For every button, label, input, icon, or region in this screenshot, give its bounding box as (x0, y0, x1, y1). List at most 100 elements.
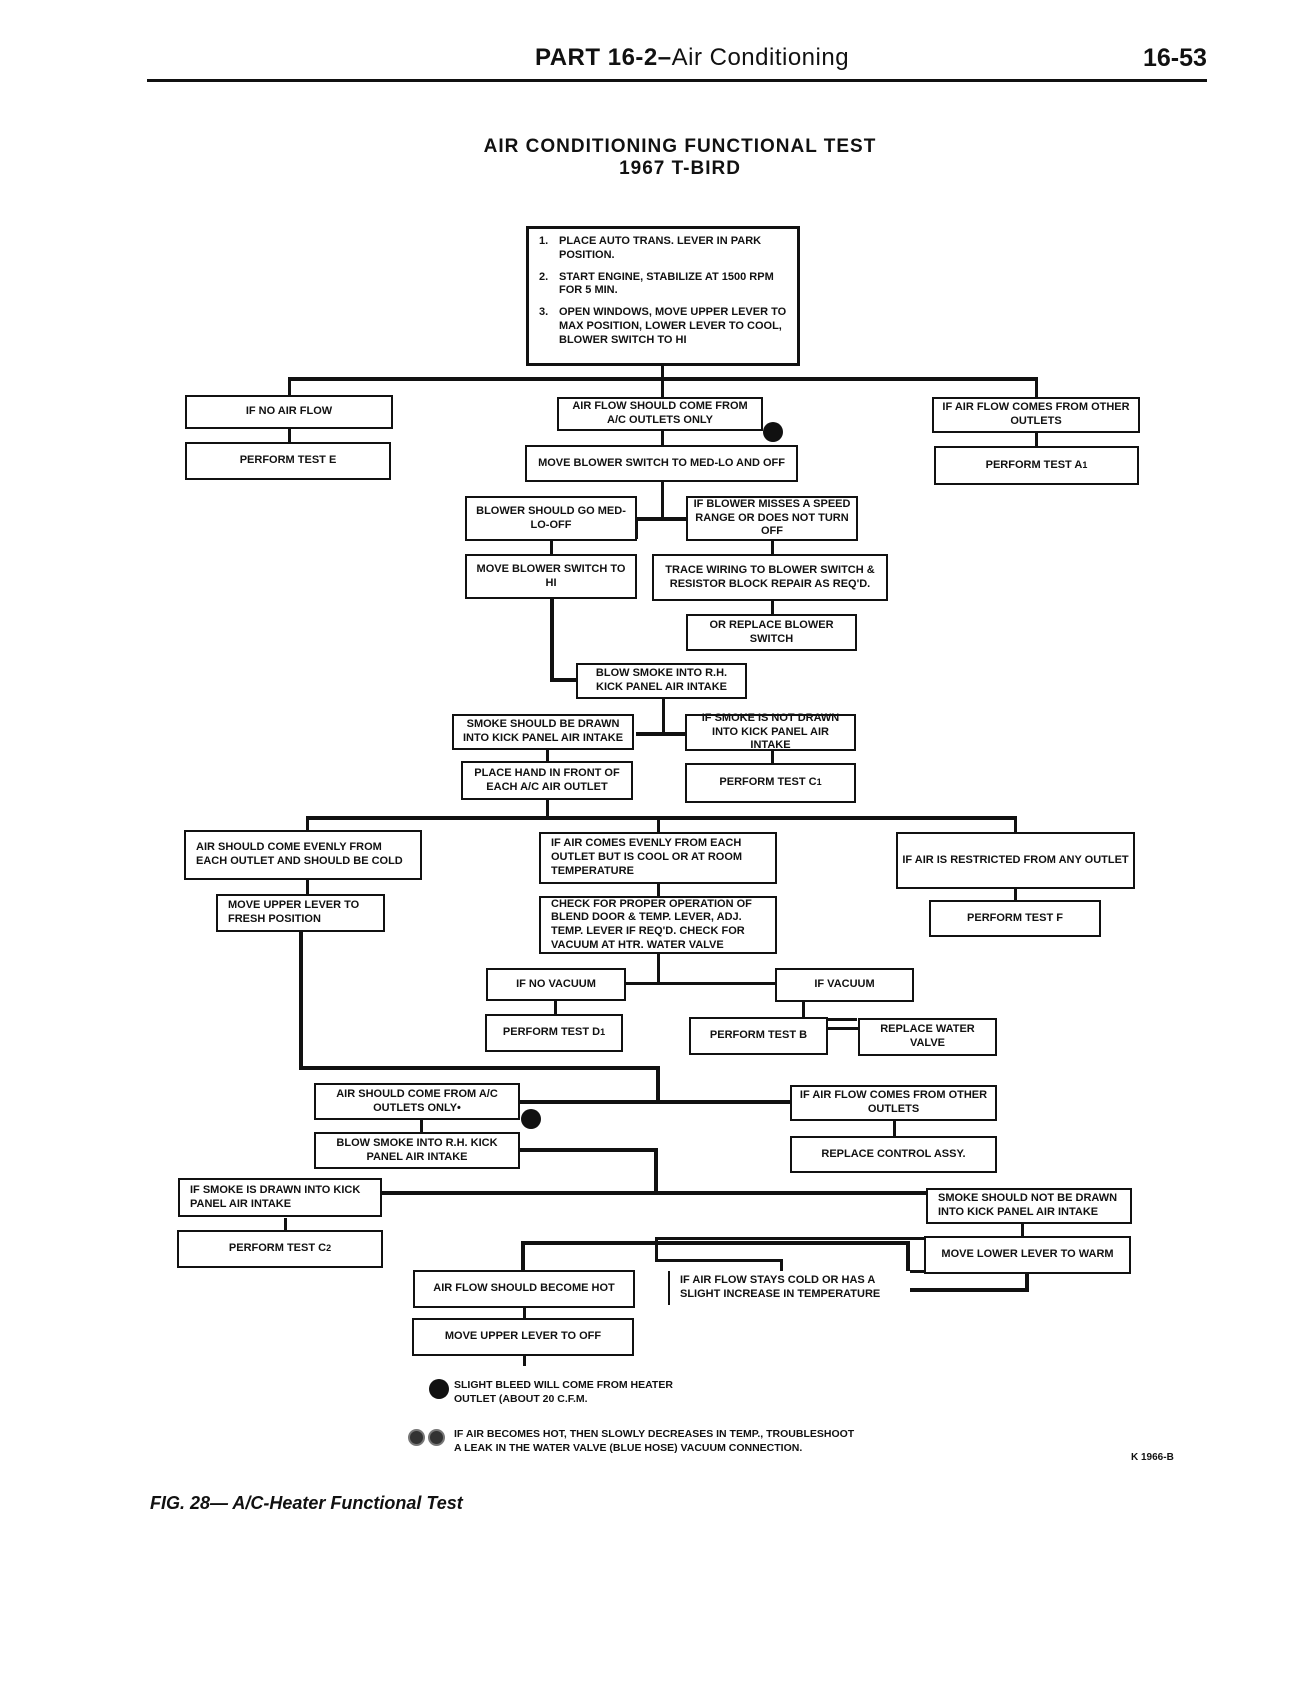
setup-step-2: 2.START ENGINE, STABILIZE AT 1500 RPM FO… (539, 270, 774, 297)
connector (771, 601, 774, 616)
connector (550, 599, 554, 681)
box-move-blower-med-lo: MOVE BLOWER SWITCH TO MED-LO AND OFF (525, 445, 798, 482)
connector (657, 883, 660, 898)
connector (657, 816, 660, 834)
connector (636, 732, 686, 736)
box-blower-misses: IF BLOWER MISSES A SPEED RANGE OR DOES N… (686, 496, 858, 541)
box-replace-water-valve: REPLACE WATER VALVE (858, 1018, 997, 1056)
box-air-flow-ac-only: AIR FLOW SHOULD COME FROM A/C OUTLETS ON… (557, 397, 763, 431)
connector (635, 517, 687, 521)
note-slight-bleed: SLIGHT BLEED WILL COME FROM HEATER OUTLE… (454, 1379, 673, 1405)
bleed-marker-icon (521, 1109, 541, 1129)
connector (1035, 431, 1038, 447)
box-smoke-drawn-kick: IF SMOKE IS DRAWN INTO KICK PANEL AIR IN… (178, 1178, 382, 1217)
test-a-subscript: 1 (1082, 459, 1088, 470)
connector (299, 1066, 658, 1070)
box-check-blend-door: CHECK FOR PROPER OPERATION OF BLEND DOOR… (539, 896, 777, 954)
figure-caption: FIG. 28— A/C-Heater Functional Test (150, 1493, 463, 1513)
bleed-marker-icon (763, 422, 783, 442)
connector (521, 1241, 910, 1245)
connector (661, 429, 664, 446)
connector (906, 1241, 910, 1273)
box-perform-test-b: PERFORM TEST B (689, 1017, 828, 1055)
chart-title-line1: AIR CONDITIONING FUNCTIONAL TEST (483, 136, 877, 157)
test-c1-subscript: 1 (816, 777, 822, 788)
connector (655, 1237, 927, 1240)
note-hot-line2: A LEAK IN THE WATER VALVE (BLUE HOSE) VA… (454, 1442, 803, 1454)
test-a-label: PERFORM TEST A (985, 458, 1083, 471)
box-replace-blower-switch: OR REPLACE BLOWER SWITCH (686, 614, 857, 651)
connector (306, 880, 309, 895)
box-air-other-outlets: IF AIR FLOW COMES FROM OTHER OUTLETS (932, 397, 1140, 433)
connector (1035, 377, 1038, 397)
box-replace-control-assy: REPLACE CONTROL ASSY. (790, 1136, 997, 1173)
connector (284, 1191, 1024, 1195)
connector (1014, 888, 1017, 901)
box-air-even-cool: IF AIR COMES EVENLY FROM EACH OUTLET BUT… (539, 832, 777, 884)
box-blow-smoke-1: BLOW SMOKE INTO R.H. KICK PANEL AIR INTA… (576, 663, 747, 699)
box-blow-smoke-2: BLOW SMOKE INTO R.H. KICK PANEL AIR INTA… (314, 1132, 520, 1169)
box-air-stays-cold: IF AIR FLOW STAYS COLD OR HAS A SLIGHT I… (668, 1271, 910, 1305)
box-air-restricted: IF AIR IS RESTRICTED FROM ANY OUTLET (896, 832, 1135, 889)
connector (1014, 816, 1017, 834)
box-move-upper-fresh: MOVE UPPER LEVER TO FRESH POSITION (216, 894, 385, 932)
box-air-should-hot: AIR FLOW SHOULD BECOME HOT (413, 1270, 635, 1308)
connector (546, 798, 549, 818)
connector (288, 427, 291, 443)
box-smoke-not-drawn-2: SMOKE SHOULD NOT BE DRAWN INTO KICK PANE… (926, 1188, 1132, 1224)
header-rule (147, 79, 1207, 82)
connector (780, 1259, 783, 1274)
connector (657, 953, 660, 984)
figure-reference-code: K 1966-B (1131, 1452, 1174, 1463)
connector (299, 931, 303, 1069)
hot-legend-icon-1 (408, 1429, 425, 1446)
part-label: PART 16-2– (535, 44, 672, 71)
box-no-air-flow: IF NO AIR FLOW (185, 395, 393, 429)
connector (306, 816, 309, 831)
box-move-lower-warm: MOVE LOWER LEVER TO WARM (924, 1236, 1131, 1274)
connector (802, 1000, 805, 1020)
box-air-other-outlets-2: IF AIR FLOW COMES FROM OTHER OUTLETS (790, 1085, 997, 1121)
connector (518, 1148, 658, 1152)
connector (661, 481, 664, 519)
test-d1-label: PERFORM TEST D (502, 1026, 601, 1039)
connector (656, 1066, 660, 1102)
setup-step-3: 3.OPEN WINDOWS, MOVE UPPER LEVER TO MAX … (539, 306, 787, 346)
running-header: PART 16-2–Air Conditioning (535, 44, 849, 72)
box-no-vacuum: IF NO VACUUM (486, 968, 626, 1001)
connector (1025, 1270, 1029, 1291)
section-title: Air Conditioning (671, 44, 850, 71)
chart-title-line2: 1967 T-BIRD (619, 158, 741, 179)
connector (893, 1119, 896, 1140)
test-c1-label: PERFORM TEST C (719, 776, 817, 789)
box-vacuum: IF VACUUM (775, 968, 914, 1002)
connector (420, 1118, 423, 1135)
box-move-blower-hi: MOVE BLOWER SWITCH TO HI (465, 554, 637, 599)
connector (284, 1218, 287, 1232)
setup-steps-box: 1.PLACE AUTO TRANS. LEVER IN PARK POSITI… (526, 226, 800, 366)
setup-step-1: 1.PLACE AUTO TRANS. LEVER IN PARK POSITI… (539, 235, 762, 261)
connector (1021, 1224, 1024, 1237)
note-hot-line1: IF AIR BECOMES HOT, THEN SLOWLY DECREASE… (454, 1428, 855, 1440)
connector (550, 678, 576, 682)
connector (626, 982, 778, 985)
box-perform-test-e: PERFORM TEST E (185, 442, 391, 480)
connector (288, 377, 291, 397)
connector (654, 1148, 658, 1193)
test-c2-subscript: 2 (326, 1243, 332, 1254)
connector (662, 697, 665, 734)
hot-legend-icon-2 (428, 1429, 445, 1446)
connector (826, 1027, 862, 1030)
box-smoke-drawn: SMOKE SHOULD BE DRAWN INTO KICK PANEL AI… (452, 714, 634, 750)
box-air-ac-only-2: AIR SHOULD COME FROM A/C OUTLETS ONLY• (314, 1083, 520, 1120)
connector (661, 377, 664, 397)
test-d1-subscript: 1 (600, 1027, 606, 1038)
connector (520, 1100, 792, 1104)
box-air-even-cold: AIR SHOULD COME EVENLY FROM EACH OUTLET … (184, 830, 422, 880)
bleed-legend-icon (429, 1379, 449, 1399)
box-move-upper-off: MOVE UPPER LEVER TO OFF (412, 1318, 634, 1356)
